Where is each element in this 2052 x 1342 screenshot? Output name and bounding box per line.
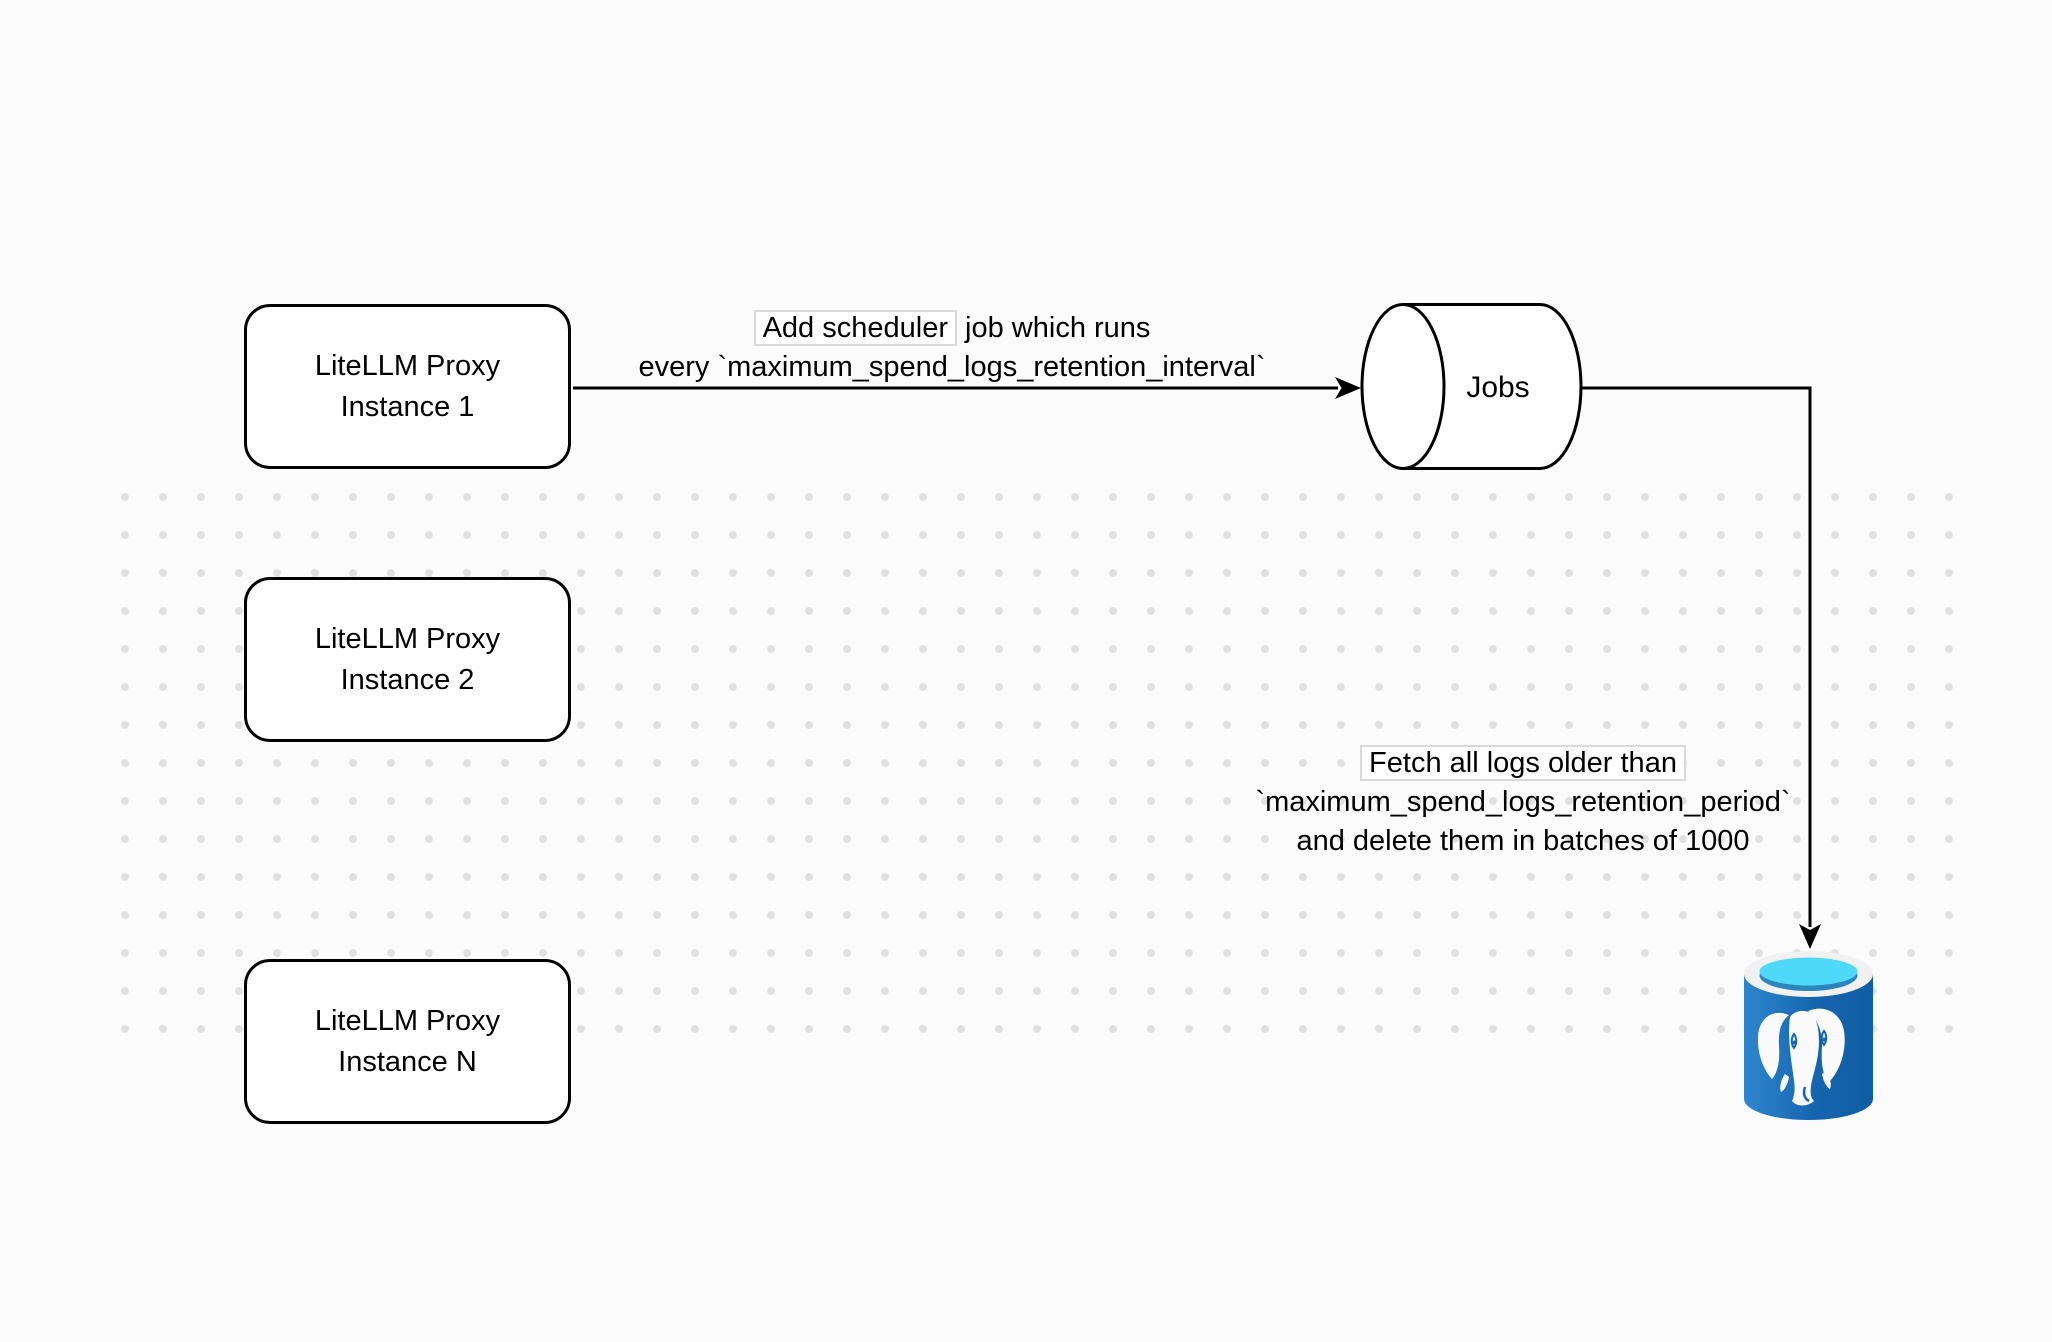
queue-left-rim bbox=[1360, 303, 1446, 470]
edge-label-scheduler-line1-rest: job which runs bbox=[956, 312, 1151, 344]
edge-scheduler-arrow bbox=[573, 377, 1361, 399]
node-litellm-proxy-instance-1: LiteLLM Proxy Instance 1 bbox=[244, 304, 571, 469]
node-label-line2: Instance 2 bbox=[340, 663, 475, 696]
node-label-line1: LiteLLM Proxy bbox=[314, 1004, 501, 1037]
edge-label-scheduler: Add scheduler job which runs every `maxi… bbox=[602, 309, 1302, 387]
arrowhead-down-icon bbox=[1799, 924, 1821, 949]
edge-label-fetch-line1: Fetch all logs older than bbox=[1173, 744, 1873, 783]
edge-label-scheduler-line1-boxed: Add scheduler bbox=[753, 310, 957, 346]
edge-label-fetch-line2: `maximum_spend_logs_retention_period` bbox=[1255, 786, 1791, 818]
postgresql-database-icon bbox=[1744, 951, 1873, 1120]
postgres-elephant-icon bbox=[1757, 1008, 1845, 1106]
node-jobs-queue-label: Jobs bbox=[1466, 371, 1530, 404]
edge-fetch-arrow bbox=[1581, 386, 1821, 949]
node-label-line2: Instance N bbox=[338, 1045, 477, 1078]
node-label-line1: LiteLLM Proxy bbox=[314, 622, 501, 655]
edge-label-fetch-line3: and delete them in batches of 1000 bbox=[1296, 825, 1750, 857]
arrowhead-right-icon bbox=[1335, 377, 1361, 399]
edge-label-scheduler-line2: every `maximum_spend_logs_retention_inte… bbox=[638, 351, 1266, 383]
node-label-line1: LiteLLM Proxy bbox=[314, 349, 501, 382]
node-litellm-proxy-instance-n: LiteLLM Proxy Instance N bbox=[244, 959, 571, 1124]
edge-label-fetch: Fetch all logs older than `maximum_spend… bbox=[1173, 744, 1873, 861]
node-litellm-proxy-instance-2: LiteLLM Proxy Instance 2 bbox=[244, 577, 571, 742]
edge-label-scheduler-line1: Add scheduler job which runs bbox=[602, 309, 1302, 348]
node-label-line2: Instance 1 bbox=[340, 390, 475, 423]
node-jobs-queue bbox=[1360, 303, 1583, 470]
edge-label-fetch-line1-boxed: Fetch all logs older than bbox=[1360, 745, 1686, 781]
